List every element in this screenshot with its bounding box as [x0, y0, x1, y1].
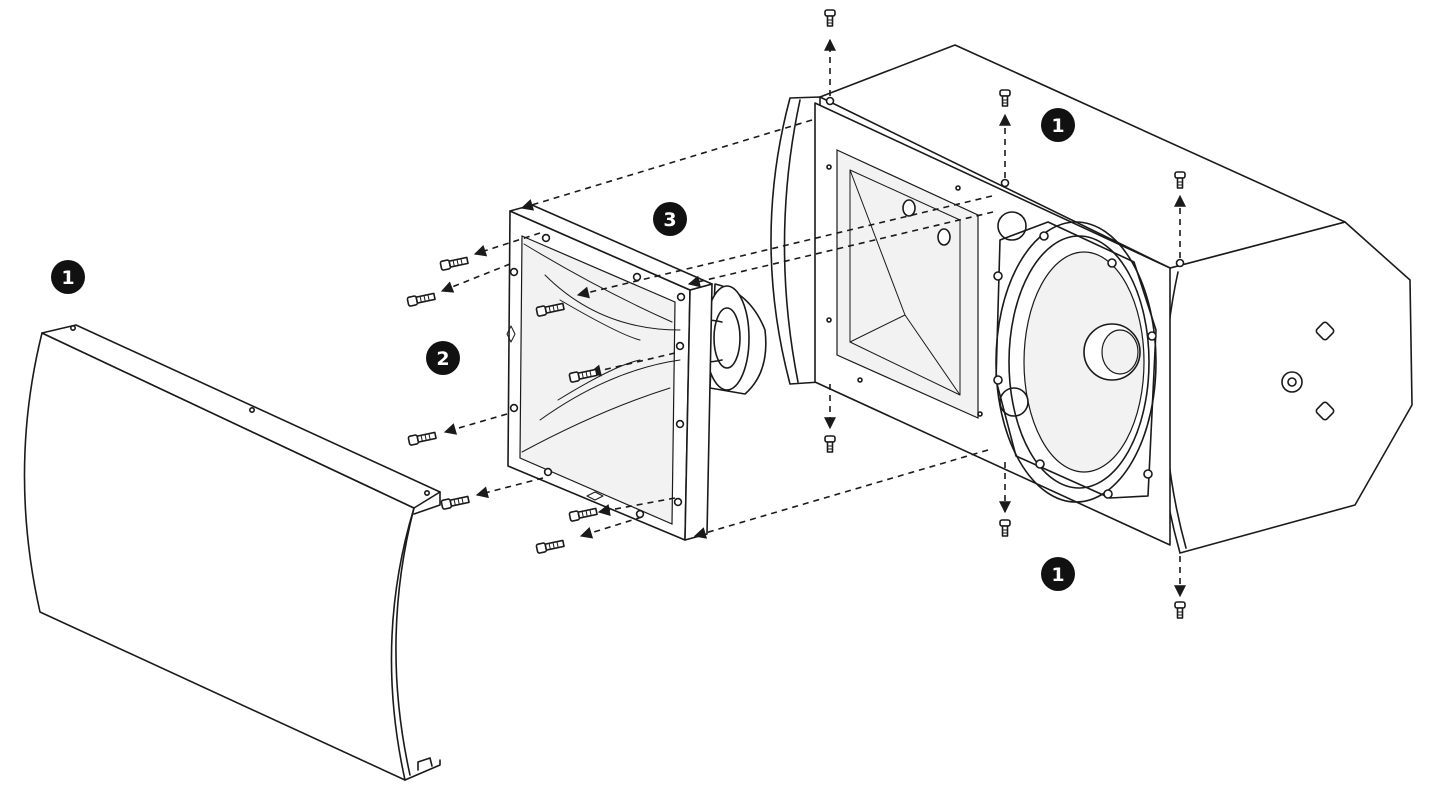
- front-grille-cover: [23, 324, 441, 781]
- svg-text:1: 1: [61, 267, 74, 289]
- horn-flange-holes: [509, 233, 686, 519]
- svg-text:2: 2: [436, 348, 449, 370]
- horn-assembly: [506, 204, 767, 541]
- assembly-guide-lines: [440, 38, 1186, 598]
- side-mounting-points: [1281, 321, 1335, 421]
- callout-badge-enclosure-top: 1: [1041, 108, 1075, 142]
- callout-badge-hf-screws: 2: [426, 341, 460, 375]
- svg-text:1: 1: [1051, 115, 1064, 137]
- svg-text:1: 1: [1051, 564, 1064, 586]
- callout-badge-horn: 3: [653, 202, 687, 236]
- svg-text:3: 3: [663, 209, 676, 231]
- callout-badge-enclosure-bottom: 1: [1041, 557, 1075, 591]
- woofer: [993, 221, 1157, 503]
- callout-badge-cover: 1: [51, 260, 85, 294]
- speaker-enclosure: [770, 44, 1413, 554]
